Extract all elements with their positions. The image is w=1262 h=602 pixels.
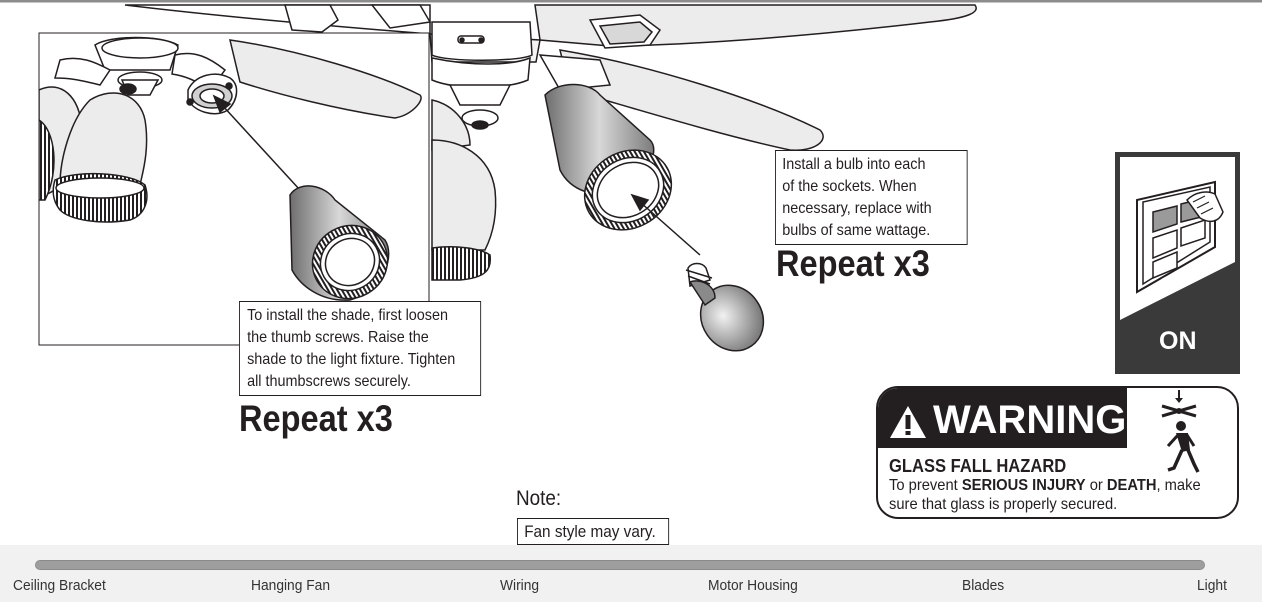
bulb-install-scene [431, 21, 824, 352]
turn-power-on-badge [1115, 152, 1240, 374]
nav-step-hanging-fan[interactable]: Hanging Fan [251, 577, 331, 594]
glass-fall-warning-label: WARNING GLASS FALL HAZARD To prevent SER… [876, 386, 1239, 519]
nav-step-blades[interactable]: Blades [962, 577, 1005, 594]
nav-step-light[interactable]: Light [1197, 577, 1227, 594]
instruction-line: To install the shade, first loosen [247, 307, 449, 324]
falling-object-person-icon [1161, 390, 1200, 473]
hazard-text: or [1085, 477, 1107, 494]
instruction-line: shade to the light fixture. Tighten [247, 351, 456, 368]
progress-scrubber[interactable] [35, 560, 1205, 570]
fan-light-kit-illustration [0, 0, 1262, 352]
repeat-label-bulb: Repeat x3 [776, 243, 930, 284]
instruction-line: bulbs of same wattage. [782, 222, 931, 239]
note-title: Note: [516, 487, 562, 510]
instruction-line: of the sockets. When [782, 178, 917, 195]
step-navigation-bar: Ceiling Bracket Hanging Fan Wiring Motor… [0, 545, 1262, 602]
repeat-label-shade: Repeat x3 [239, 398, 393, 439]
warning-title: WARNING [933, 398, 1127, 442]
wall-switch-icon [1120, 157, 1235, 320]
power-on-text: ON [1159, 327, 1197, 355]
hazard-emphasis: SERIOUS INJURY [961, 477, 1086, 494]
instruction-line: necessary, replace with [782, 200, 932, 217]
instruction-line: all thumbscrews securely. [247, 373, 411, 390]
hazard-heading: GLASS FALL HAZARD [889, 456, 1067, 476]
blade-bracket-ornaments [284, 4, 662, 49]
bulb-instruction-callout: Install a bulb into each of the sockets.… [775, 150, 968, 245]
progress-fill [36, 561, 1204, 569]
warning-triangle-icon [890, 406, 926, 438]
shade-install-panel [38, 32, 430, 346]
hazard-emphasis: DEATH [1106, 477, 1157, 494]
hazard-text: , make sure that glass is properly secur… [889, 477, 1201, 513]
note-text: Fan style may vary. [517, 518, 670, 545]
instruction-line: the thumb screws. Raise the [247, 329, 429, 346]
nav-step-ceiling-bracket[interactable]: Ceiling Bracket [13, 577, 106, 594]
warning-header: WARNING [878, 388, 1127, 448]
hazard-description: To prevent SERIOUS INJURY or DEATH, make… [889, 476, 1220, 514]
shade-instruction-callout: To install the shade, first loosen the t… [239, 301, 482, 396]
instruction-line: Install a bulb into each [782, 156, 926, 173]
nav-step-motor-housing[interactable]: Motor Housing [708, 577, 798, 594]
hazard-text: To prevent [889, 477, 962, 494]
nav-step-wiring[interactable]: Wiring [500, 577, 540, 594]
